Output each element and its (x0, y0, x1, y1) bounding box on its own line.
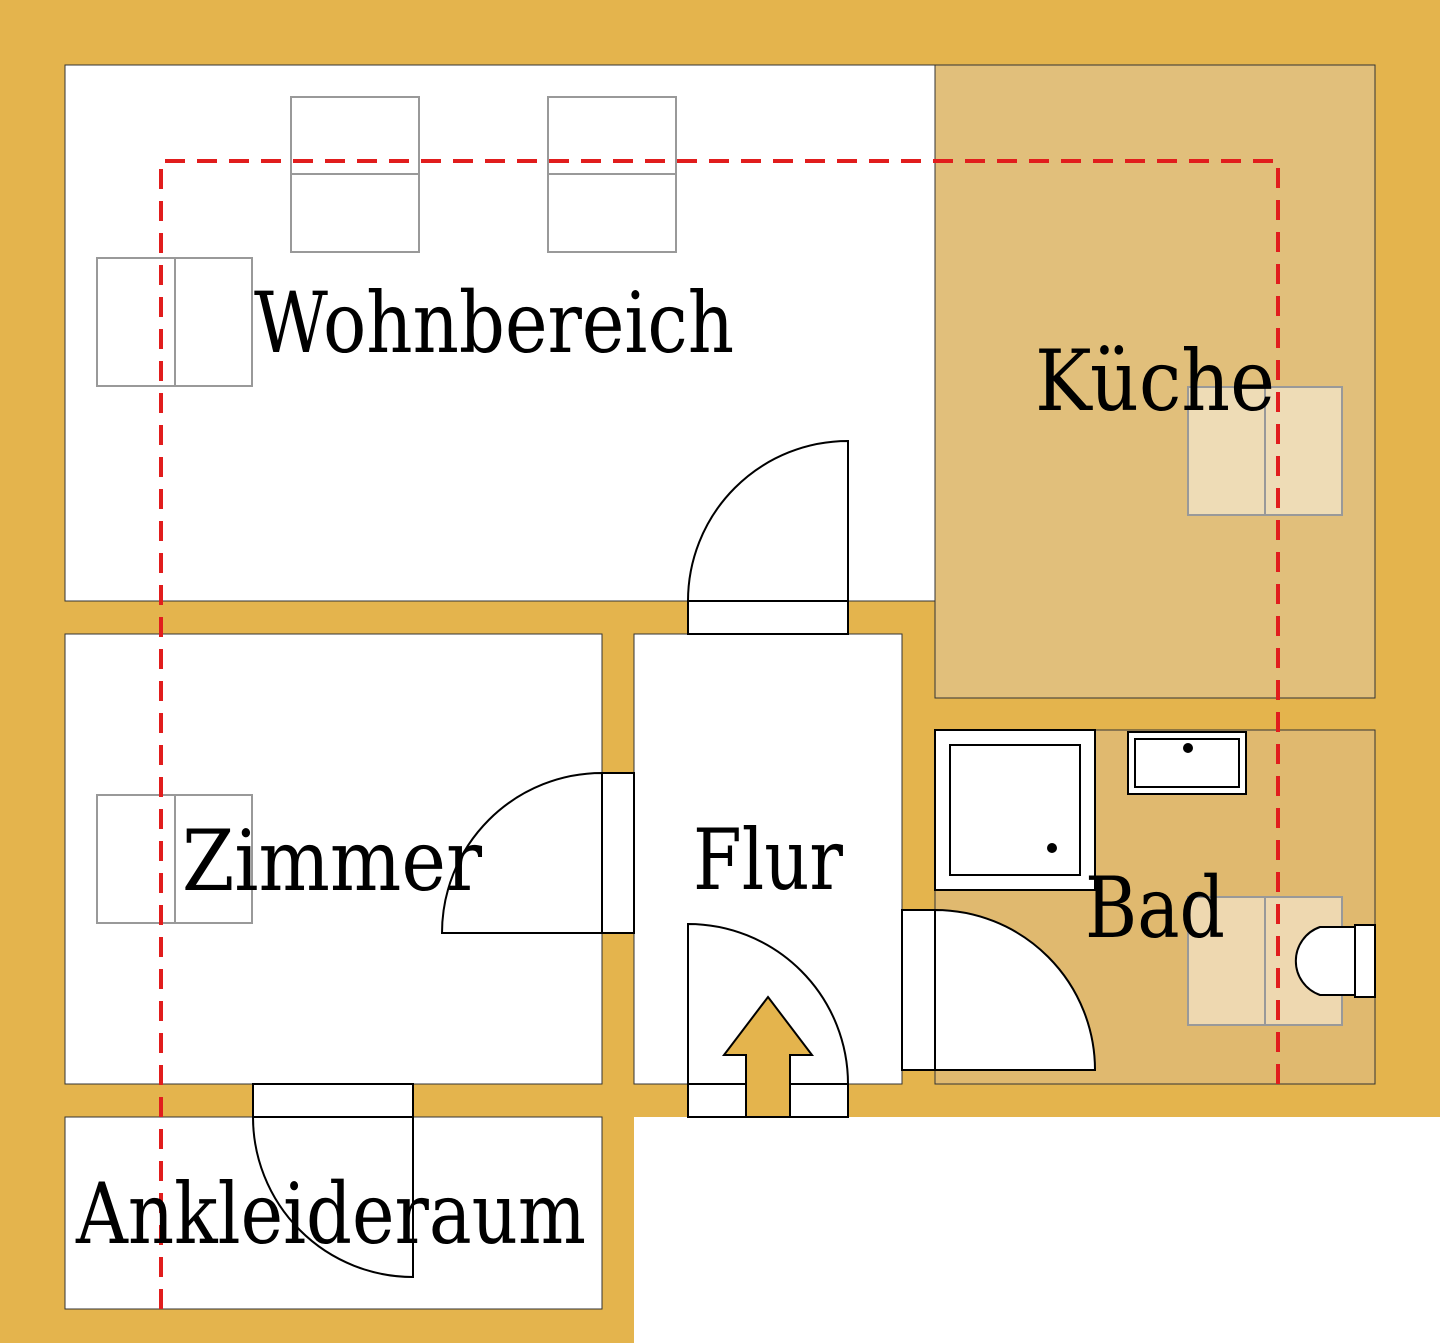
door-swing-bad (934, 908, 1097, 1071)
entrance-arrow (721, 995, 815, 1118)
windows (96, 96, 677, 924)
toilet-bowl (1294, 926, 1356, 996)
label-kueche: Küche (1035, 332, 1275, 430)
door-frame-bad (901, 909, 936, 1071)
doors (251, 439, 1097, 1279)
sink-drain (1183, 743, 1193, 753)
door-frame-wohnbereich (687, 600, 849, 635)
label-flur: Flur (693, 811, 844, 909)
shower-drain (1047, 843, 1057, 853)
label-bad: Bad (1085, 859, 1225, 957)
label-wohnbereich: Wohnbereich (254, 274, 734, 372)
label-ankleideraum: Ankleideraum (75, 1165, 586, 1263)
route-line (159, 159, 1280, 1309)
toilet-tank (1354, 924, 1376, 998)
bath-fixtures (934, 729, 1376, 998)
door-swing-zimmer (440, 771, 603, 934)
door-swing-wohnbereich (686, 439, 849, 602)
door-frame-zimmer (601, 772, 635, 934)
door-swing-ankleideraum (251, 1116, 414, 1279)
room-kueche (934, 64, 1376, 699)
door-frame-ankleideraum (252, 1083, 414, 1118)
label-zimmer: Zimmer (182, 812, 483, 910)
